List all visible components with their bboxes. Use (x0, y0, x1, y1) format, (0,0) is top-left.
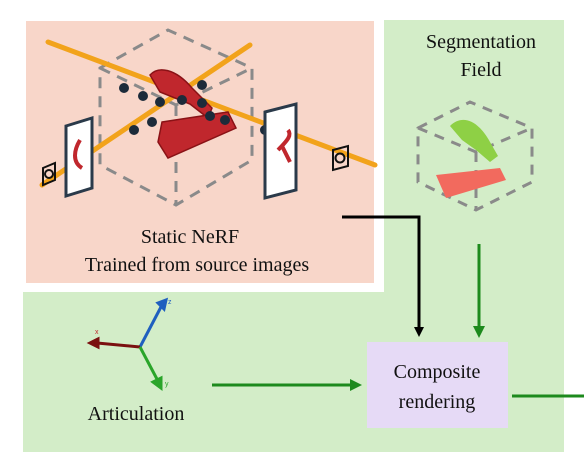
bounding-cube-icon (98, 28, 254, 207)
camera-icon (332, 144, 349, 172)
bounding-cube-icon (416, 100, 534, 212)
axis-x-label: x (95, 329, 99, 336)
composite-label-line1: Composite (394, 361, 481, 383)
segmentation-parts (436, 119, 506, 198)
segmentation-title-line1: Segmentation (426, 31, 536, 53)
camera-icon (42, 161, 56, 187)
segmentation-title-line2: Field (460, 59, 501, 81)
static-nerf-title: Static NeRF (141, 226, 239, 248)
static-nerf-subtitle: Trained from source images (85, 254, 309, 276)
nerf-to-composite-arrow (342, 215, 424, 337)
image-plane-icon (64, 115, 94, 199)
object-shape (149, 69, 238, 159)
articulation-label: Articulation (88, 403, 185, 425)
axis-y-label: y (165, 381, 169, 388)
composite-rendering-box (367, 342, 508, 428)
image-plane-icon (263, 102, 298, 200)
axis-z-label: z (168, 299, 172, 306)
axes-gizmo-icon (86, 297, 169, 391)
composite-label-line2: rendering (399, 391, 476, 413)
